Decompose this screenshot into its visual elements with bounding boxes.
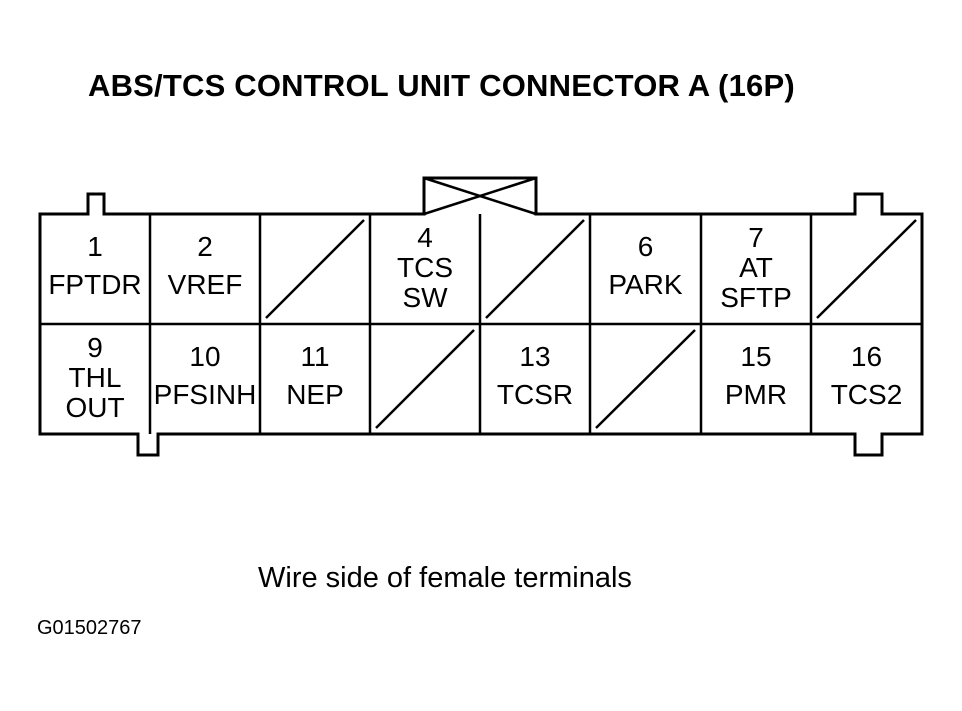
connector-housing xyxy=(38,176,924,457)
terminal-number: 15 xyxy=(740,341,771,372)
terminal-number: 6 xyxy=(638,231,654,262)
terminal-signal-label: FPTDR xyxy=(48,269,141,300)
terminal-cell-empty xyxy=(265,219,365,319)
terminal-signal-label: TCSR xyxy=(497,379,573,410)
terminal-signal-label: SW xyxy=(402,282,448,313)
terminal-signal-label: PARK xyxy=(608,269,682,300)
terminal-number: 10 xyxy=(189,341,220,372)
unused-slot-slash xyxy=(265,219,365,319)
terminal-number: 7 xyxy=(748,222,764,253)
unused-slot-slash xyxy=(816,219,917,319)
unused-slot-slash xyxy=(375,329,475,429)
terminal-signal-label: NEP xyxy=(286,379,344,410)
diagram-title: ABS/TCS CONTROL UNIT CONNECTOR A (16P) xyxy=(88,68,795,103)
terminal-signal-label: VREF xyxy=(168,269,243,300)
terminal-grid xyxy=(40,214,922,434)
terminal-signal-label: TCS2 xyxy=(831,379,903,410)
terminal-signal-label: THL xyxy=(69,362,122,393)
diagram-caption: Wire side of female terminals xyxy=(258,562,632,594)
unused-slot-slash xyxy=(595,329,696,429)
terminal-cell-empty xyxy=(375,329,475,429)
terminal-signal-label: TCS xyxy=(397,252,453,283)
terminal-signal-label: OUT xyxy=(65,392,124,423)
terminal-number: 9 xyxy=(87,332,103,363)
terminal-number: 1 xyxy=(87,231,103,262)
locking-key xyxy=(423,176,537,216)
terminal-signal-label: PFSINH xyxy=(154,379,257,410)
terminal-signal-label: SFTP xyxy=(720,282,792,313)
unused-slot-slash xyxy=(485,219,585,319)
terminal-number: 11 xyxy=(300,341,329,372)
terminal-number: 4 xyxy=(417,222,433,253)
terminal-cell-empty xyxy=(816,219,917,319)
terminal-cell-empty xyxy=(595,329,696,429)
terminal-number: 13 xyxy=(519,341,550,372)
terminal-signal-label: AT xyxy=(739,252,773,283)
terminal-cell-empty xyxy=(485,219,585,319)
terminal-number: 16 xyxy=(851,341,882,372)
terminal-number: 2 xyxy=(197,231,213,262)
figure-id: G01502767 xyxy=(37,617,142,639)
terminal-signal-label: PMR xyxy=(725,379,787,410)
